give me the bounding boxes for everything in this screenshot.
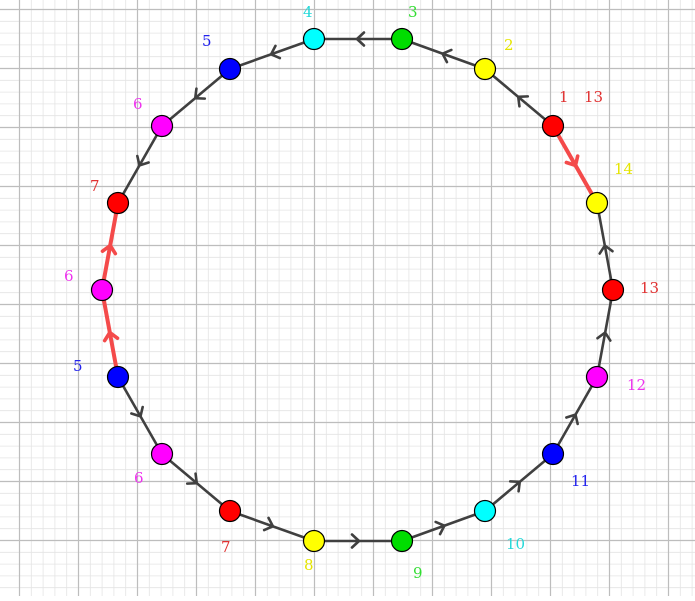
edge-arrowhead [516,95,530,108]
node-label-n7b: 7 [221,538,231,556]
node-n7b[interactable] [218,499,242,523]
edge-n5a-n6a [160,67,232,128]
node-n2[interactable] [473,57,497,81]
edge-arrowhead [565,413,579,426]
edge-arrowhead [102,330,120,343]
node-n9[interactable] [390,529,414,553]
node-n1[interactable] [541,114,565,138]
node-label-n4: 4 [303,3,313,21]
edge-layer [100,31,615,549]
node-label-n3: 3 [408,3,418,21]
edge-arrowhead [508,480,522,493]
edge-n10-n11 [483,452,555,513]
node-n13[interactable] [601,278,625,302]
node-n8[interactable] [302,529,326,553]
edge-n8-n9 [312,533,404,549]
edge-n1-n14 [551,124,599,205]
edge-arrowhead [596,331,612,342]
node-n6c[interactable] [150,442,174,466]
edge-arrowhead [262,516,275,532]
node-label-n8: 8 [304,556,314,574]
edge-arrowhead [269,44,282,60]
node-label-n11: 11 [571,472,590,490]
node-label-n9: 9 [413,564,423,582]
node-label-n2: 2 [504,36,514,54]
edge-n13-n14 [595,201,615,292]
node-label-n6b: 6 [64,267,74,285]
node-n7a[interactable] [106,191,130,215]
node-label-n10: 10 [506,535,525,553]
node-n5b[interactable] [106,365,130,389]
edge-n9-n10 [400,509,487,543]
node-label-n13: 13 [640,279,659,297]
node-n3[interactable] [390,27,414,51]
edge-n4-n5a [228,37,316,71]
edge-n12-n13 [595,288,615,379]
edge-n6c-n7b [160,452,232,513]
node-n4[interactable] [302,27,326,51]
edge-n3-n4 [312,31,404,47]
edge-arrowhead [355,31,366,47]
edge-arrowhead [193,87,207,100]
node-n6b[interactable] [90,278,114,302]
edge-arrowhead [100,243,118,256]
edge-arrowhead [434,520,446,536]
edge-arrowhead [130,405,144,418]
edge-n6b-n7a [100,201,120,292]
node-n5a[interactable] [218,57,242,81]
node-label-n12: 12 [627,376,646,394]
edge-n5b-n6c [116,375,164,456]
node-label-n7a: 7 [90,177,100,195]
node-n12[interactable] [585,365,609,389]
node-n10[interactable] [473,499,497,523]
edge-arrowhead [136,154,150,167]
node-label-n6c: 6 [134,469,144,487]
node-label-n1_alt: 13 [584,88,603,106]
node-n14[interactable] [585,191,609,215]
edge-arrowhead [441,48,453,64]
edge-n7b-n8 [228,509,316,543]
node-label-n5a: 5 [202,32,212,50]
edge-n1-n2 [483,67,555,128]
node-label-n1: 1 [559,88,569,106]
edge-arrowhead [185,472,199,485]
edge-arrowhead [598,244,614,255]
edge-arrowhead [564,154,580,168]
edge-arrowhead [350,533,361,549]
node-layer [90,27,625,553]
edge-n2-n3 [400,37,487,71]
node-label-n5b: 5 [73,357,83,375]
edge-n11-n12 [551,375,599,456]
node-n6a[interactable] [150,114,174,138]
edge-n6a-n7a [116,124,164,205]
node-label-n6a: 6 [133,95,143,113]
edge-n5b-n6b [100,288,120,379]
node-label-n14: 14 [614,160,633,178]
node-n11[interactable] [541,442,565,466]
